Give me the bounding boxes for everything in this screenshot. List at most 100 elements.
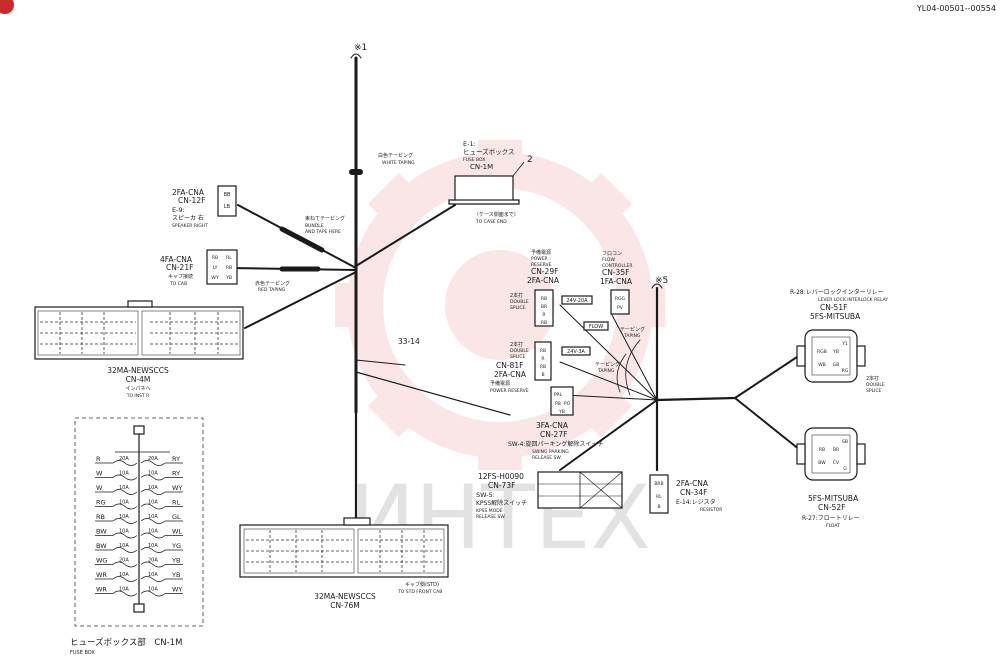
r27-en: FLOAT	[826, 523, 840, 529]
fuse-amp-left: 10A	[119, 587, 129, 593]
cn34f-id: CN-34F	[680, 488, 707, 497]
cn76m-type: 32MA-NEWSCCS	[314, 592, 376, 601]
pin-label: GB	[833, 362, 840, 368]
cn76m-id: CN-76M	[330, 601, 360, 610]
splice3-jp: 2本打	[866, 375, 879, 382]
r27-jp: R-27:フロートリレー	[802, 515, 860, 522]
bundle-tape-en2: AND TAPE HERE	[305, 229, 341, 235]
taping2-en: TAPING	[597, 368, 615, 374]
cn73f-code: SW-5:	[476, 491, 495, 499]
pin-label: RB	[540, 348, 546, 354]
connector-cn73f: 12FS-H0090 CN-73F SW-5: KPSS解除スイッチ KPSS …	[476, 471, 623, 520]
pin-label: PV	[617, 305, 624, 311]
pin-label: RL	[656, 494, 662, 500]
cn34f-type: 2FA-CNA	[676, 479, 709, 488]
fuse-amp-left: 10A	[119, 500, 129, 506]
fuse-wire-left: R	[96, 455, 101, 463]
cn27f-id: CN-27F	[540, 430, 567, 439]
fuse-wire-right: WY	[172, 484, 182, 492]
cn81f-jp: 予備電源	[490, 380, 510, 387]
connector-cn76m: 32MA-NEWSCCS CN-76M キャブ側(STD) TO STD FRO…	[239, 517, 449, 610]
fuse-wire-left: WR	[96, 586, 107, 594]
fuse-amp-right: 10A	[148, 514, 158, 520]
cn12f-code: E-9:	[172, 206, 185, 214]
cn81f-type: 2FA-CNA	[494, 370, 527, 379]
cn81f-id: CN-81F	[496, 361, 523, 370]
pin-label: PB	[555, 401, 561, 407]
pin-label: RB	[212, 255, 218, 261]
taping2-jp: テーピング	[595, 361, 620, 368]
doc-id: YL04-00501--00554	[916, 4, 996, 13]
pin-label: YB	[558, 409, 565, 415]
flow-tag-label: FLOW	[589, 324, 603, 330]
pin-label: PO	[564, 401, 571, 407]
pin-label: BW	[818, 460, 826, 466]
fuse-amp-right: 10A	[148, 587, 158, 593]
cn76m-en: TO STD FRONT CAB	[397, 589, 442, 595]
fuse-wire-left: BW	[96, 542, 107, 550]
fuse-wire-left: W	[96, 470, 103, 478]
fuse-amp-right: 10A	[148, 485, 158, 491]
pin-label: YB	[832, 349, 839, 355]
marker-5: ※5	[655, 276, 668, 286]
cn29f-type: 2FA-CNA	[527, 276, 560, 285]
connector-cn1m-fuse-box: 2 E-1: ヒューズボックス FUSE BOX CN-1M 〔ケース側面まで〕…	[448, 140, 533, 225]
cn29f-en2: RESERVE	[531, 262, 552, 268]
pin-label: CV	[833, 460, 840, 466]
fuse-wire-left: W	[96, 484, 103, 492]
fuse-wire-right: YB	[171, 571, 180, 579]
r28-id: CN-51F	[820, 303, 847, 312]
cn12f-id: CN-12F	[178, 196, 205, 205]
cn73f-type: 12FS-H0090	[478, 472, 524, 481]
fuse-wire-right: WL	[172, 528, 182, 536]
splice3-en1: DOUBLE	[866, 382, 885, 388]
fuse-amp-right: 10A	[148, 572, 158, 578]
splice2-en2: SPLICE	[510, 354, 526, 360]
cn27f-type: 3FA-CNA	[536, 421, 569, 430]
pin-label: BR	[833, 447, 839, 453]
fuse-amp-right: 10A	[148, 543, 158, 549]
cn35f-en1: FLOW	[602, 257, 615, 263]
fuse-box-caption: ヒューズボックス部 CN-1M	[70, 637, 182, 648]
pin-label: R	[541, 356, 544, 362]
splice3-en2: SPLICE	[866, 388, 882, 394]
pin-label: RB	[541, 296, 547, 302]
connector-cn29f: RB BR R RB 予備電源 POWER RESERVE CN-29F 2FA…	[510, 249, 560, 327]
connector-cn4m: 32MA-NEWSCCS CN-4M インパネへ TO INST R	[34, 300, 244, 399]
fuse-amp-left: 10A	[119, 529, 129, 535]
fuse-wire-right: YB	[171, 557, 180, 565]
fuse-amp-right: 20A	[148, 456, 158, 462]
pin-label: LY	[213, 265, 218, 271]
cn27f-en1: SWING PARKING	[532, 449, 569, 455]
cn12f-en: SPEAKER RIGHT	[172, 223, 208, 229]
pin-label: RB	[540, 364, 546, 370]
splice1-en2: SPLICE	[510, 305, 526, 311]
cn1m-id: CN-1M	[470, 163, 493, 171]
pin-label: R	[542, 312, 545, 318]
connector-cn34f: BRB RL B 2FA-CNA CN-34F E-14:レジスタ RESIST…	[649, 474, 722, 514]
pin-label: BB	[224, 192, 231, 198]
taping1-en: TAPING	[623, 333, 641, 339]
taping1-jp: テーピング	[620, 326, 645, 333]
cn35f-type: 1FA-CNA	[600, 277, 633, 286]
fuse-amp-right: 10A	[148, 500, 158, 506]
cn21f-en: TO CAB	[169, 281, 187, 287]
cn12f-jp: スピーカ 右	[172, 214, 204, 222]
cn34f-jp: E-14:レジスタ	[676, 498, 716, 506]
inline-fuse-3a: 24V-3A	[561, 346, 591, 356]
pin-label: RGG	[615, 296, 626, 302]
splice1-en1: DOUBLE	[510, 299, 529, 305]
cn4m-jp: インパネへ	[125, 386, 150, 392]
cn35f-jp: フロコン	[602, 251, 622, 257]
watermark-gear-logo	[335, 140, 665, 470]
fuse-wire-right: RY	[172, 455, 180, 463]
fuse-amp-right: 10A	[148, 529, 158, 535]
bundle-tape-en1: BUNDLE	[305, 223, 324, 229]
cn27f-en2: RELEASE SW.	[532, 455, 562, 461]
